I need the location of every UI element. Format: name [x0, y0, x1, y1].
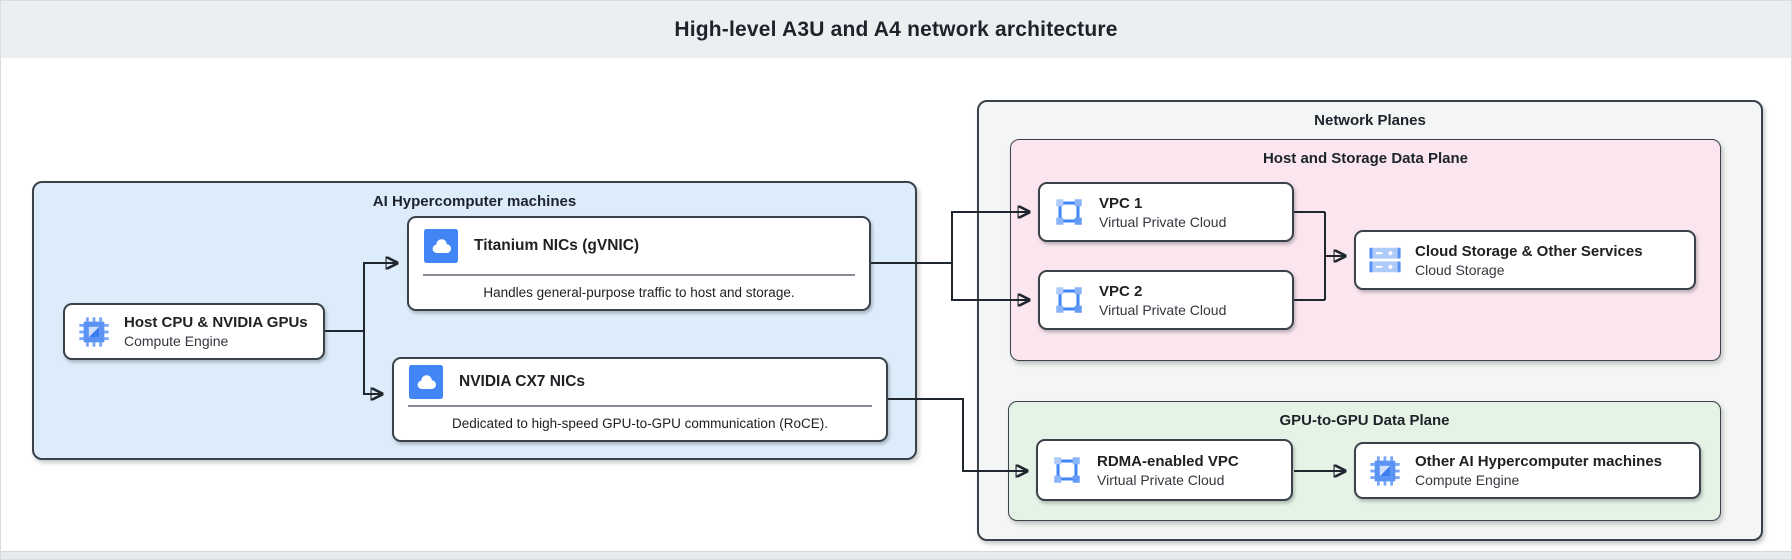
vpc-icon — [1052, 283, 1086, 317]
host-storage-data-plane-label: Host and Storage Data Plane — [1262, 150, 1469, 167]
bottom-strip — [1, 551, 1791, 559]
cloud-icon — [408, 364, 444, 400]
vpc1-title: VPC 1 — [1099, 194, 1143, 212]
gpu-to-gpu-data-plane-label: GPU-to-GPU Data Plane — [1279, 412, 1450, 429]
vpc1-node: VPC 1 Virtual Private Cloud — [1038, 182, 1294, 242]
page-title: High-level A3U and A4 network architectu… — [674, 17, 1118, 41]
cloud-icon — [423, 228, 459, 264]
compute-engine-icon — [77, 315, 111, 349]
ai-hypercomputer-machines-label: AI Hypercomputer machines — [372, 193, 577, 210]
other-ai-machines-subtitle: Compute Engine — [1415, 472, 1520, 488]
diagram-header: High-level A3U and A4 network architectu… — [1, 1, 1791, 58]
host-cpu-subtitle: Compute Engine — [124, 333, 229, 349]
divider — [423, 274, 855, 276]
network-planes-label: Network Planes — [1314, 112, 1426, 129]
compute-engine-icon — [1368, 454, 1402, 488]
nvidia-cx7-nics-node: NVIDIA CX7 NICs Dedicated to high-speed … — [392, 357, 888, 442]
nvidia-cx7-nics-description: Dedicated to high-speed GPU-to-GPU commu… — [452, 416, 828, 431]
nvidia-cx7-nics-title: NVIDIA CX7 NICs — [459, 373, 586, 390]
rdma-vpc-title: RDMA-enabled VPC — [1097, 452, 1239, 470]
titanium-nics-description: Handles general-purpose traffic to host … — [483, 285, 795, 300]
divider — [408, 405, 872, 407]
vpc-icon — [1052, 195, 1086, 229]
host-cpu-node: Host CPU & NVIDIA GPUs Compute Engine — [63, 303, 325, 360]
rdma-vpc-node: RDMA-enabled VPC Virtual Private Cloud — [1036, 439, 1293, 501]
titanium-nics-node: Titanium NICs (gVNIC) Handles general-pu… — [407, 216, 871, 311]
rdma-vpc-subtitle: Virtual Private Cloud — [1097, 471, 1225, 488]
cloud-storage-node: Cloud Storage & Other Services Cloud Sto… — [1354, 230, 1696, 290]
vpc2-node: VPC 2 Virtual Private Cloud — [1038, 270, 1294, 330]
vpc-icon — [1050, 453, 1084, 487]
titanium-nics-title: Titanium NICs (gVNIC) — [474, 237, 640, 254]
cloud-storage-title: Cloud Storage & Other Services — [1415, 242, 1643, 260]
other-ai-machines-title: Other AI Hypercomputer machines — [1415, 453, 1663, 470]
host-cpu-title: Host CPU & NVIDIA GPUs — [124, 314, 308, 331]
vpc2-title: VPC 2 — [1099, 282, 1143, 300]
vpc1-subtitle: Virtual Private Cloud — [1099, 213, 1227, 230]
vpc2-subtitle: Virtual Private Cloud — [1099, 301, 1227, 318]
cloud-storage-icon — [1368, 243, 1402, 277]
other-ai-machines-node: Other AI Hypercomputer machines Compute … — [1354, 442, 1701, 499]
cloud-storage-subtitle: Cloud Storage — [1415, 261, 1505, 278]
